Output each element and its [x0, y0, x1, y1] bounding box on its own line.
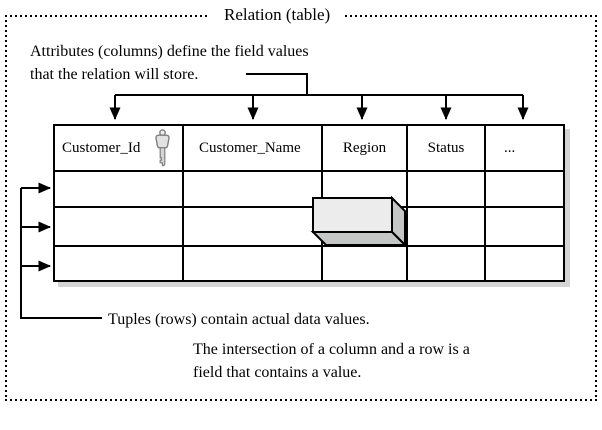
table-cell-r2c3 — [323, 208, 408, 247]
table-cell-r2c4 — [408, 208, 486, 247]
table-cell-r2c5 — [486, 208, 563, 247]
column-header-ellipsis: ... — [486, 126, 563, 172]
column-header-region: Region — [323, 126, 408, 172]
attributes-note-line2: that the relation will store. — [30, 66, 199, 83]
column-header-status: Status — [408, 126, 486, 172]
relation-table: Customer_Id Customer_Name Region Status … — [53, 124, 565, 282]
column-header-customer-id: Customer_Id — [55, 126, 184, 172]
table-cell-r3c3 — [323, 247, 408, 280]
intersection-note-line1: The intersection of a column and a row i… — [193, 341, 470, 358]
column-header-customer-name: Customer_Name — [184, 126, 323, 172]
table-cell-r3c2 — [184, 247, 323, 280]
diagram-title: Relation (table) — [209, 5, 346, 25]
attributes-note-line1: Attributes (columns) define the field va… — [30, 43, 309, 60]
table-cell-r3c1 — [55, 247, 184, 280]
intersection-note-line2: field that contains a value. — [193, 364, 362, 381]
table-cell-r2c1 — [55, 208, 184, 247]
column-header-customer-id-label: Customer_Id — [62, 139, 141, 156]
table-cell-r3c5 — [486, 247, 563, 280]
table-cell-r1c2 — [184, 172, 323, 208]
table-cell-r1c5 — [486, 172, 563, 208]
table-cell-r1c3 — [323, 172, 408, 208]
key-icon — [152, 128, 173, 168]
table-cell-r1c4 — [408, 172, 486, 208]
table-cell-r1c1 — [55, 172, 184, 208]
tuples-note: Tuples (rows) contain actual data values… — [108, 311, 370, 328]
attributes-note: Attributes (columns) define the field va… — [30, 40, 309, 86]
table-cell-r3c4 — [408, 247, 486, 280]
table-cell-r2c2 — [184, 208, 323, 247]
intersection-note: The intersection of a column and a row i… — [193, 338, 470, 384]
